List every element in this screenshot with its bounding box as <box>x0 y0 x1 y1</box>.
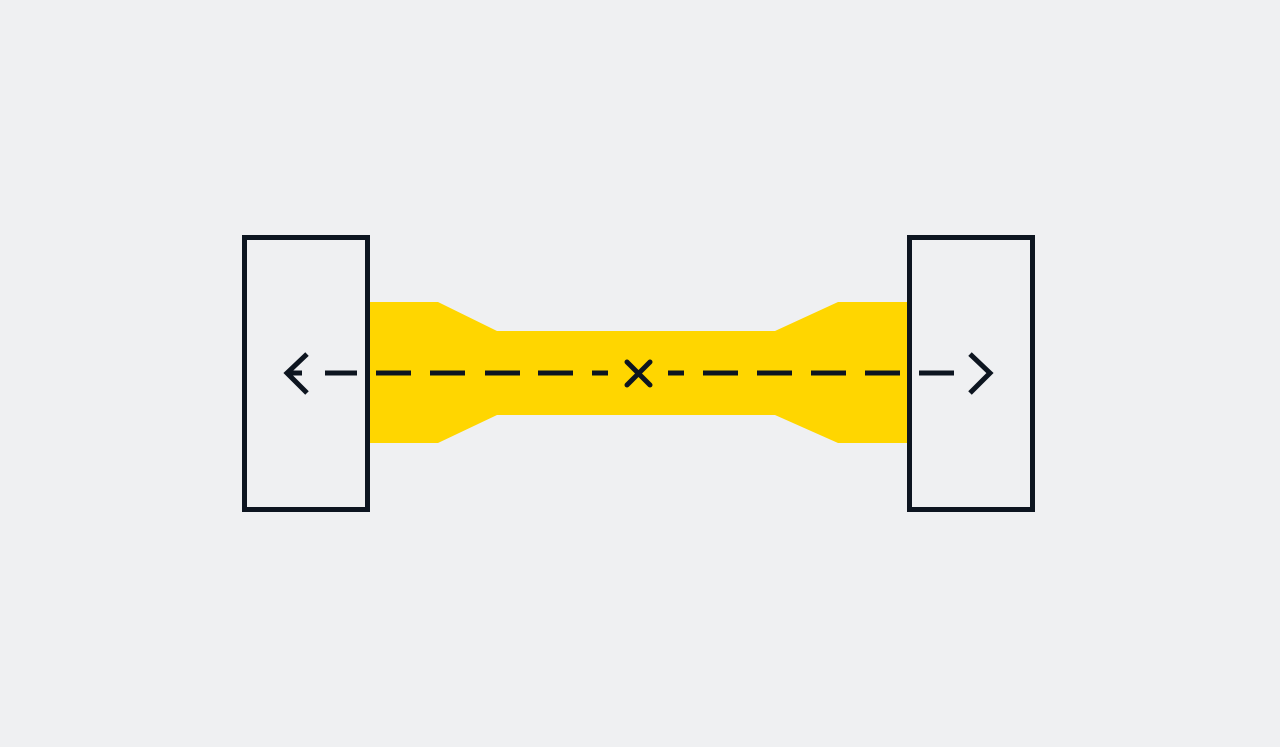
right-grip-clamp <box>907 235 1035 512</box>
x-mark-icon <box>624 359 653 388</box>
chevron-right-icon <box>968 352 994 395</box>
chevron-left-icon <box>283 352 309 395</box>
left-grip-clamp <box>242 235 370 512</box>
